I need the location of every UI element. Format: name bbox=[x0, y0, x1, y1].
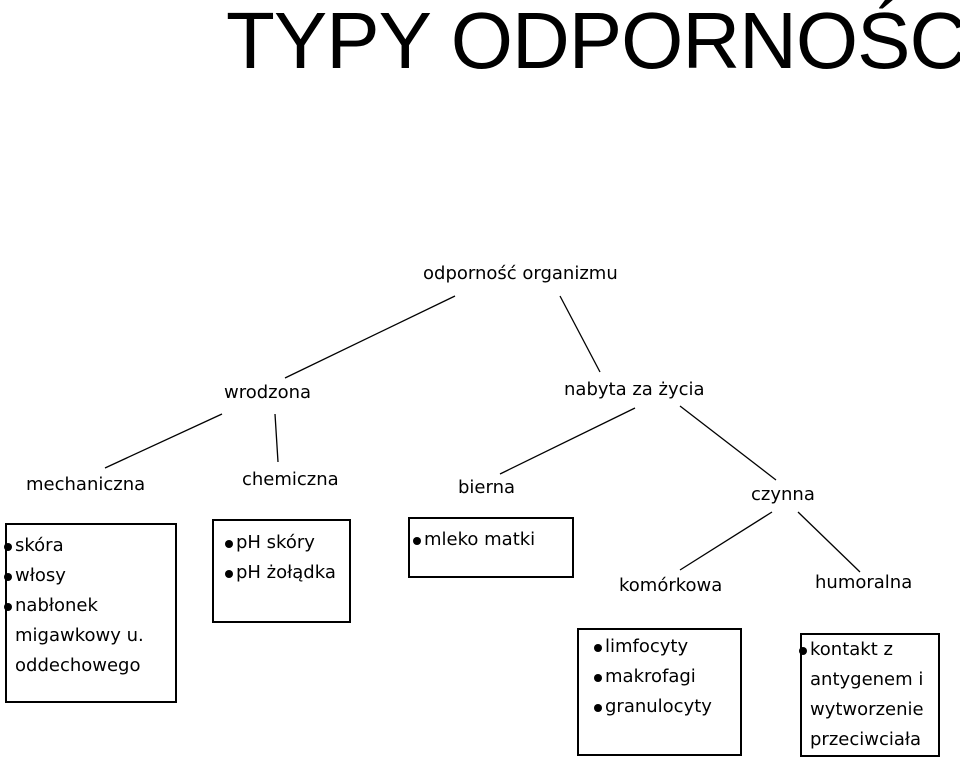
bullet-icon bbox=[594, 674, 602, 682]
item-label: wytworzenie bbox=[810, 699, 924, 720]
node-nabyta-za-zycia: nabyta za życia bbox=[564, 379, 705, 400]
node-czynna: czynna bbox=[751, 484, 815, 505]
node-komorkowa: komórkowa bbox=[619, 575, 723, 596]
node-mechaniczna: mechaniczna bbox=[26, 474, 146, 495]
list-item-continuation: oddechowego bbox=[7, 651, 175, 681]
item-label: granulocyty bbox=[605, 696, 712, 717]
item-label: przeciwciała bbox=[810, 729, 922, 750]
item-label: pH żołądka bbox=[236, 562, 336, 583]
item-label: kontakt z bbox=[810, 639, 893, 660]
box-humoralna: kontakt z antygenem i wytworzenie przeci… bbox=[799, 633, 940, 757]
box-komorkowa: limfocyty makrofagi granulocyty bbox=[577, 628, 742, 756]
bullet-icon bbox=[4, 573, 12, 581]
page-title: TYPY ODPORNOŚCI bbox=[226, 0, 960, 85]
list-item: pH żołądka bbox=[225, 558, 349, 588]
item-label: nabłonek bbox=[15, 595, 98, 616]
bullet-icon bbox=[225, 540, 233, 548]
bullet-icon bbox=[799, 647, 807, 655]
list-item: nabłonek bbox=[4, 591, 175, 621]
item-label: skóra bbox=[15, 535, 64, 556]
edge-nabyta-bierna bbox=[499, 407, 636, 475]
node-bierna: bierna bbox=[458, 477, 516, 498]
item-label: limfocyty bbox=[605, 636, 689, 657]
box-chemiczna: pH skóry pH żołądka bbox=[212, 519, 351, 623]
edge-wrodzona-mechaniczna bbox=[104, 413, 223, 469]
list-item: kontakt z bbox=[799, 635, 938, 665]
list-item: mleko matki bbox=[413, 525, 572, 555]
list-item: pH skóry bbox=[225, 528, 349, 558]
node-odpornosc-organizmu: odporność organizmu bbox=[423, 263, 618, 284]
item-label: oddechowego bbox=[15, 655, 141, 676]
edge-nabyta-czynna bbox=[679, 405, 777, 481]
edge-czynna-humoralna bbox=[797, 511, 861, 573]
edge-czynna-komorkowa bbox=[679, 511, 773, 571]
node-chemiczna: chemiczna bbox=[242, 469, 339, 490]
list-item: granulocyty bbox=[594, 692, 740, 722]
node-wrodzona: wrodzona bbox=[224, 382, 312, 403]
list-item-continuation: antygenem i bbox=[802, 665, 938, 695]
list-item-continuation: przeciwciała bbox=[802, 725, 938, 755]
bullet-icon bbox=[225, 570, 233, 578]
item-label: mleko matki bbox=[424, 529, 536, 550]
bullet-icon bbox=[594, 704, 602, 712]
bullet-icon bbox=[4, 543, 12, 551]
bullet-icon bbox=[413, 537, 421, 545]
list-item: makrofagi bbox=[594, 662, 740, 692]
item-label: włosy bbox=[15, 565, 66, 586]
node-humoralna: humoralna bbox=[815, 572, 913, 593]
item-label: antygenem i bbox=[810, 669, 924, 690]
edge-root-nabyta bbox=[559, 295, 601, 373]
edge-root-wrodzona bbox=[284, 295, 456, 379]
list-item: skóra bbox=[4, 531, 175, 561]
box-mechaniczna: skóra włosy nabłonek migawkowy u. oddech… bbox=[4, 523, 177, 703]
list-item-continuation: wytworzenie bbox=[802, 695, 938, 725]
list-item-continuation: migawkowy u. bbox=[7, 621, 175, 651]
edge-wrodzona-chemiczna bbox=[274, 413, 279, 463]
list-item: limfocyty bbox=[594, 632, 740, 662]
list-item: włosy bbox=[4, 561, 175, 591]
item-label: migawkowy u. bbox=[15, 625, 144, 646]
bullet-icon bbox=[594, 644, 602, 652]
box-bierna: mleko matki bbox=[408, 517, 574, 578]
bullet-icon bbox=[4, 603, 12, 611]
item-label: makrofagi bbox=[605, 666, 696, 687]
item-label: pH skóry bbox=[236, 532, 315, 553]
